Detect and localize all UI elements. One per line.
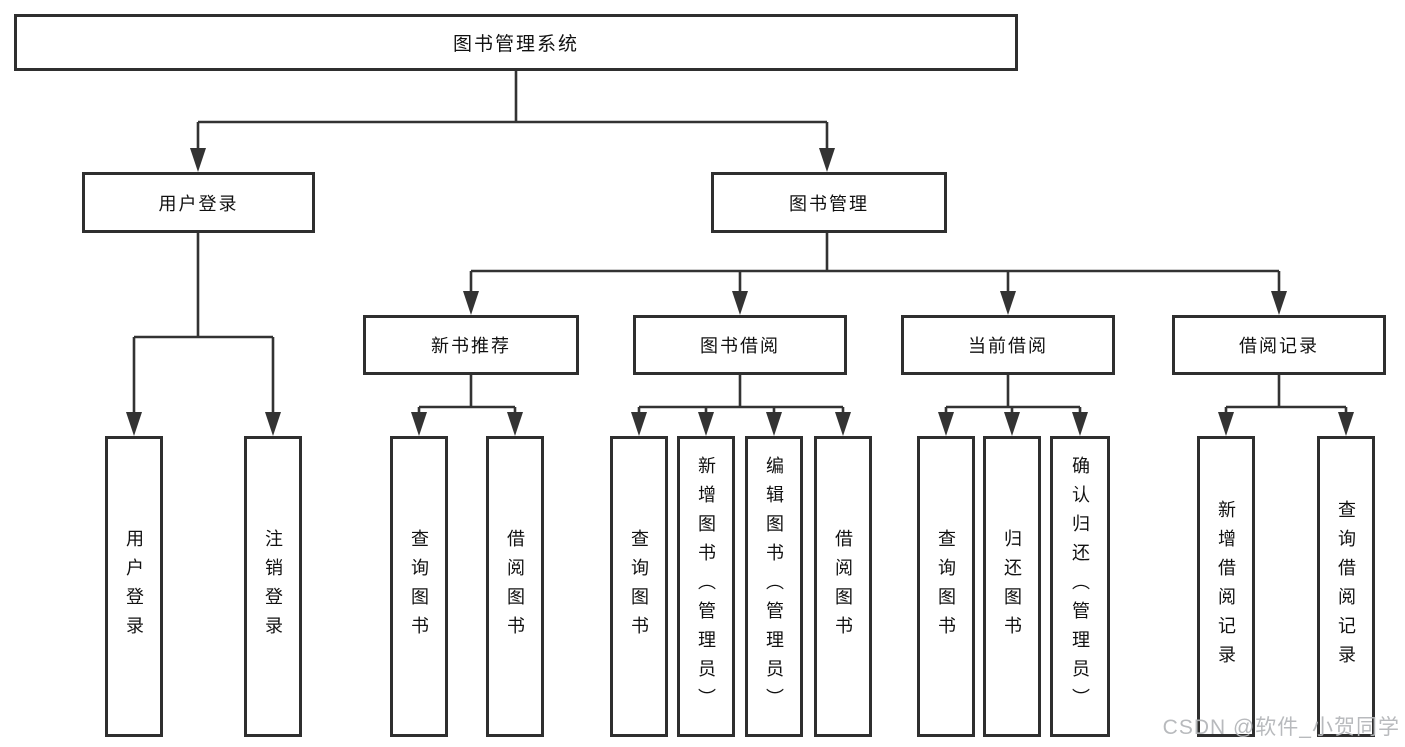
leaf-user-login: 用户登录 xyxy=(105,436,163,737)
leaf-add-borrow-record-label: 新增借阅记录 xyxy=(1216,499,1236,674)
csdn-watermark: CSDN @软件_小贺同学 xyxy=(1162,716,1400,739)
leaf-borrow-books-recommend-label: 借阅图书 xyxy=(505,528,525,645)
node-book-borrow: 图书借阅 xyxy=(633,315,847,375)
leaf-borrow-books-label: 借阅图书 xyxy=(833,528,853,645)
node-user-login-label: 用户登录 xyxy=(158,193,239,214)
leaf-borrow-books-recommend: 借阅图书 xyxy=(486,436,544,737)
node-book-borrow-label: 图书借阅 xyxy=(700,336,780,356)
leaf-return-books-label: 归还图书 xyxy=(1002,528,1022,645)
leaf-query-borrow-record: 查询借阅记录 xyxy=(1317,436,1375,737)
leaf-edit-books-admin-label: 编辑图书（管理员） xyxy=(764,456,784,717)
node-current-borrow: 当前借阅 xyxy=(901,315,1115,375)
leaf-edit-books-admin: 编辑图书（管理员） xyxy=(745,436,803,737)
node-root-system: 图书管理系统 xyxy=(14,14,1018,71)
arrow-icons xyxy=(126,148,1354,436)
leaf-logout-label: 注销登录 xyxy=(263,528,283,645)
leaf-return-books: 归还图书 xyxy=(983,436,1041,737)
leaf-confirm-return-admin-label: 确认归还（管理员） xyxy=(1070,456,1090,717)
leaf-query-books-current: 查询图书 xyxy=(917,436,975,737)
leaf-query-books-recommend-label: 查询图书 xyxy=(409,528,429,645)
leaf-query-books-borrow-label: 查询图书 xyxy=(629,528,649,645)
node-book-management: 图书管理 xyxy=(711,172,947,233)
node-new-book-recommend-label: 新书推荐 xyxy=(431,336,511,356)
node-current-borrow-label: 当前借阅 xyxy=(968,336,1048,356)
node-borrow-records: 借阅记录 xyxy=(1172,315,1386,375)
node-new-book-recommend: 新书推荐 xyxy=(363,315,579,375)
leaf-query-books-borrow: 查询图书 xyxy=(610,436,668,737)
leaf-confirm-return-admin: 确认归还（管理员） xyxy=(1050,436,1110,737)
leaf-user-login-label: 用户登录 xyxy=(124,528,144,645)
leaf-add-books-admin: 新增图书（管理员） xyxy=(677,436,735,737)
leaf-borrow-books: 借阅图书 xyxy=(814,436,872,737)
leaf-query-books-recommend: 查询图书 xyxy=(390,436,448,737)
leaf-logout: 注销登录 xyxy=(244,436,302,737)
node-book-management-label: 图书管理 xyxy=(789,193,869,214)
node-root-label: 图书管理系统 xyxy=(452,34,579,55)
leaf-add-borrow-record: 新增借阅记录 xyxy=(1197,436,1255,737)
leaf-add-books-admin-label: 新增图书（管理员） xyxy=(696,456,716,717)
node-borrow-records-label: 借阅记录 xyxy=(1239,336,1319,356)
leaf-query-books-current-label: 查询图书 xyxy=(936,528,956,645)
leaf-query-borrow-record-label: 查询借阅记录 xyxy=(1336,499,1356,674)
node-user-login: 用户登录 xyxy=(82,172,315,233)
